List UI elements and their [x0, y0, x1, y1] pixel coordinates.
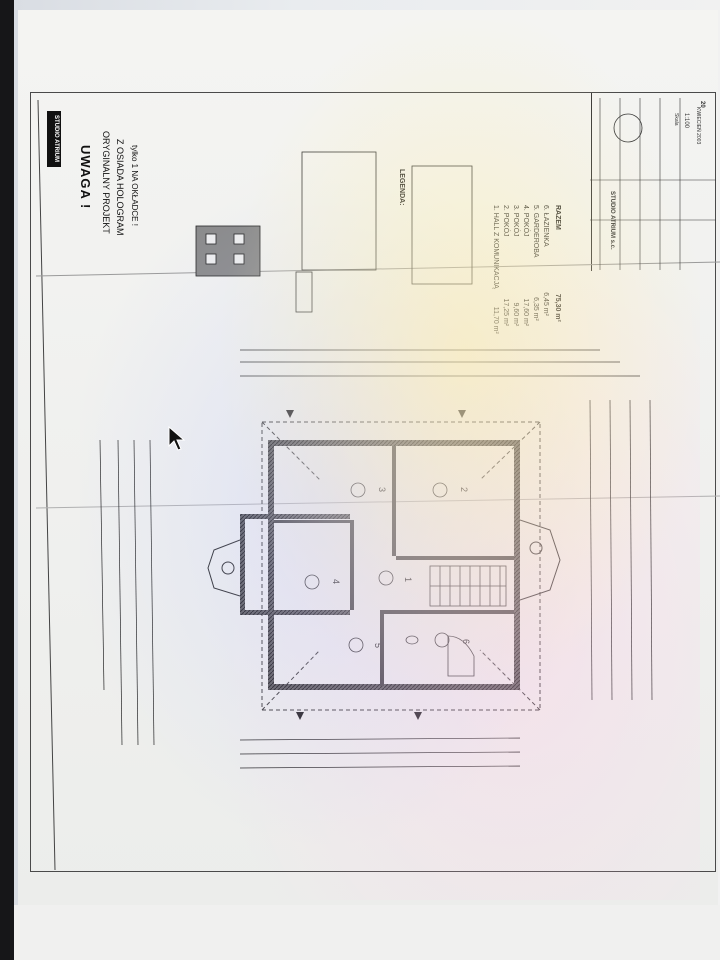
sheet-border-line [37, 99, 56, 871]
sheet-fold-line [35, 495, 720, 509]
dimension-lines [99, 349, 653, 769]
legend-boxes [295, 151, 473, 313]
monitor-bezel [0, 0, 14, 960]
title-block-grid [590, 98, 716, 270]
studio-logo [47, 111, 61, 167]
sheet-fold-line [35, 261, 720, 277]
elevation-sketch [195, 225, 261, 277]
mouse-cursor-icon [168, 426, 186, 451]
staircase [429, 565, 507, 607]
room-markers [304, 482, 450, 653]
bathroom-fixtures [405, 635, 475, 677]
table-surface [14, 905, 720, 960]
stamp-seal [613, 113, 643, 143]
section-markers [286, 410, 466, 720]
